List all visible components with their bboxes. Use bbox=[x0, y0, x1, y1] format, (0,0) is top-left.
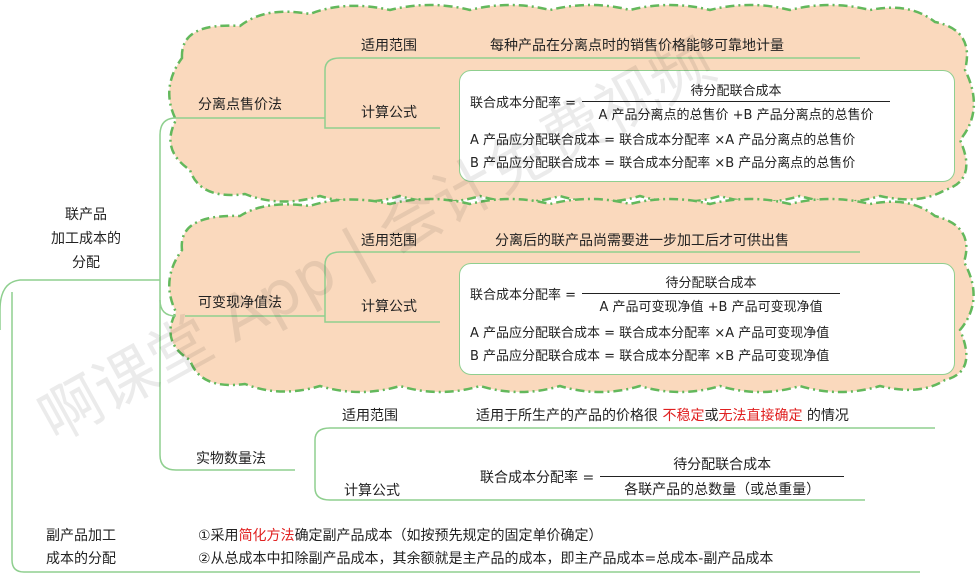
method2-rate-formula: 联合成本分配率 = 待分配联合成本 A 产品可变现净值 +B 产品可变现净值 bbox=[470, 272, 841, 315]
method2-fraction: 待分配联合成本 A 产品可变现净值 +B 产品可变现净值 bbox=[582, 272, 841, 315]
byproduct-item-1-post: 确定副产品成本（如按预先规定的固定单价确定） bbox=[294, 528, 603, 544]
method3-scope-highlight-2: 无法直接确定 bbox=[718, 408, 803, 424]
m2-branch-up bbox=[324, 251, 440, 316]
method3-scope-post: 的情况 bbox=[806, 408, 849, 424]
method3-scope-pre: 适用于所生产的产品的价格很 bbox=[476, 408, 658, 424]
method2-formula-box bbox=[459, 263, 955, 375]
m3-branch-down bbox=[314, 470, 865, 501]
method2-scope-text: 分离后的联产品尚需要进一步加工后才可供出售 bbox=[495, 233, 789, 249]
method3-scope-label: 适用范围 bbox=[342, 408, 398, 424]
byproduct-item-1-pre: ①采用 bbox=[198, 528, 239, 544]
method2-name: 可变现净值法 bbox=[198, 295, 282, 311]
byproduct-topic-line1: 副产品加工 bbox=[46, 528, 116, 544]
method3-name: 实物数量法 bbox=[196, 451, 266, 467]
method1-scope-text: 每种产品在分离点时的销售价格能够可靠地计量 bbox=[490, 38, 784, 54]
joint-topic-line1: 联产品 bbox=[65, 207, 107, 223]
method3-scope-highlight-1: 不稳定 bbox=[662, 408, 705, 424]
method3-rate-numerator: 待分配联合成本 bbox=[600, 454, 845, 477]
method1-rate-numerator: 待分配联合成本 bbox=[582, 80, 891, 102]
byproduct-item-1: ①采用简化方法确定副产品成本（如按预先规定的固定单价确定） bbox=[198, 527, 603, 545]
joint-vertical-3 bbox=[159, 300, 295, 471]
root-trunk-down bbox=[11, 292, 150, 573]
method2-b-allocation: B 产品应分配联合成本 = 联合成本分配率 ×B 产品可变现净值 bbox=[470, 349, 830, 364]
method2-rate-numerator: 待分配联合成本 bbox=[582, 272, 841, 294]
joint-vertical bbox=[159, 117, 185, 280]
byproduct-item-2: ②从总成本中扣除副产品成本，其余额就是主产品的成本，即主产品成本=总成本-副产品… bbox=[198, 551, 774, 567]
method3-rate-formula: 联合成本分配率 = 待分配联合成本 各联产品的总数量（或总重量） bbox=[480, 454, 845, 499]
method2-rate-denominator: A 产品可变现净值 +B 产品可变现净值 bbox=[599, 300, 823, 315]
method1-formula-label: 计算公式 bbox=[361, 105, 417, 121]
method1-b-allocation: B 产品应分配联合成本 = 联合成本分配率 ×B 产品分离点的总售价 bbox=[470, 156, 856, 171]
method3-formula-label: 计算公式 bbox=[344, 483, 400, 499]
method2-formula-label: 计算公式 bbox=[361, 299, 417, 315]
byproduct-item-1-highlight: 简化方法 bbox=[238, 528, 295, 544]
method1-rate-formula: 联合成本分配率 = 待分配联合成本 A 产品分离点的总售价 +B 产品分离点的总… bbox=[470, 80, 891, 123]
method3-rate-lhs: 联合成本分配率 = bbox=[480, 469, 595, 486]
root-trunk bbox=[0, 279, 160, 330]
byproduct-topic-line2: 成本的分配 bbox=[46, 551, 116, 567]
m1-branch-down bbox=[324, 118, 440, 129]
method2-rate-lhs: 联合成本分配率 = bbox=[470, 288, 577, 303]
method1-scope-label: 适用范围 bbox=[361, 38, 417, 54]
joint-topic-line2: 加工成本的 bbox=[51, 231, 121, 247]
method3-rate-denominator: 各联产品的总数量（或总重量） bbox=[624, 482, 821, 498]
joint-topic-line3: 分配 bbox=[72, 255, 100, 271]
method1-rate-lhs: 联合成本分配率 = bbox=[470, 96, 577, 111]
method1-a-allocation: A 产品应分配联合成本 = 联合成本分配率 ×A 产品分离点的总售价 bbox=[470, 133, 856, 148]
m2-branch-down bbox=[324, 316, 440, 323]
m1-branch-up bbox=[324, 57, 440, 118]
m3-branch-up bbox=[314, 427, 935, 470]
method3-scope-mid: 或 bbox=[704, 408, 719, 424]
method1-rate-denominator: A 产品分离点的总售价 +B 产品分离点的总售价 bbox=[598, 108, 874, 123]
method3-fraction: 待分配联合成本 各联产品的总数量（或总重量） bbox=[600, 454, 845, 499]
method1-formula-box bbox=[459, 70, 955, 182]
method2-scope-label: 适用范围 bbox=[361, 233, 417, 249]
method1-fraction: 待分配联合成本 A 产品分离点的总售价 +B 产品分离点的总售价 bbox=[582, 80, 891, 123]
method2-a-allocation: A 产品应分配联合成本 = 联合成本分配率 ×A 产品可变现净值 bbox=[470, 326, 830, 341]
method3-scope-text: 适用于所生产的产品的价格很 不稳定或无法直接确定 的情况 bbox=[476, 407, 849, 425]
method1-name: 分离点售价法 bbox=[198, 97, 282, 113]
